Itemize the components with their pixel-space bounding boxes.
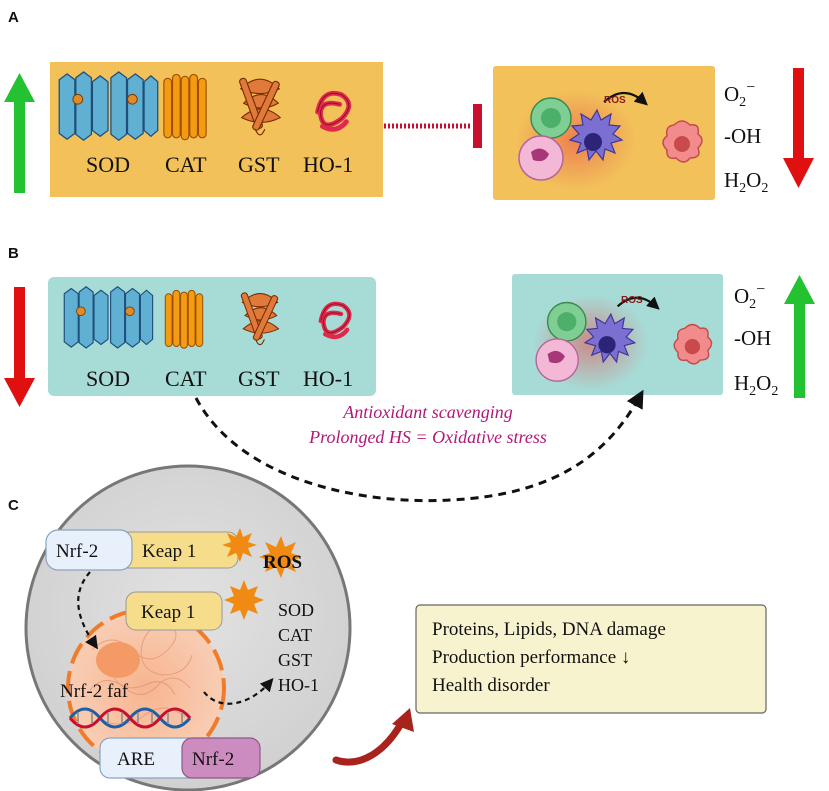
- c-enzyme-ho1: HO-1: [278, 675, 319, 695]
- enzyme-label-gst: GST: [238, 152, 280, 177]
- nrf2-label-top: Nrf-2: [56, 541, 98, 562]
- c-enzyme-sod: SOD: [278, 600, 314, 620]
- ros-label-b: ROS: [621, 295, 643, 306]
- superoxide-b: O2−: [734, 281, 765, 312]
- enzyme-label-sod: SOD: [86, 152, 130, 177]
- enzyme-label-sod-b: SOD: [86, 366, 130, 391]
- sod-protein-icon-b: [63, 286, 154, 349]
- outcome-box: [415, 604, 767, 714]
- annotation-line-1: Antioxidant scavenging: [342, 402, 512, 422]
- nucleolus: [96, 642, 140, 678]
- keap1-label-mid: Keap 1: [141, 602, 195, 623]
- nrf2-translocation-arrow: [77, 571, 98, 650]
- ros-label-c: ROS: [263, 552, 302, 573]
- panel-letter-c: C: [8, 497, 19, 514]
- up-arrow-b: [784, 275, 815, 398]
- species-list-a: O2− -OH H2O2: [724, 79, 768, 196]
- dna-helix-icon: [68, 707, 192, 729]
- enzyme-label-cat-b: CAT: [165, 366, 207, 391]
- down-arrow-a: [783, 68, 814, 188]
- outcome-2: Production performance ↓: [432, 647, 630, 668]
- nrf2-box-bottom: [181, 737, 261, 779]
- peroxide-b: H2O2: [734, 371, 778, 399]
- enzyme-label-cat: CAT: [165, 152, 207, 177]
- keap1-box-mid: [125, 591, 223, 631]
- nrf2-box-top: [45, 529, 133, 571]
- annotation-line-2: Prolonged HS = Oxidative stress: [308, 427, 547, 447]
- enzyme-label-ho1-b: HO-1: [303, 366, 353, 391]
- nrf2-faf-label: Nrf-2 faf: [60, 681, 129, 702]
- oxidative-stress-arrow: [194, 389, 644, 503]
- c-enzyme-gst: GST: [278, 650, 312, 670]
- are-label: ARE: [117, 749, 155, 770]
- enzyme-label-gst-b: GST: [238, 366, 280, 391]
- keap1-label-top: Keap 1: [142, 541, 196, 562]
- inhibition-line: [384, 104, 482, 148]
- outcome-3: Health disorder: [432, 675, 550, 696]
- panel-letter-b: B: [8, 245, 19, 262]
- hydroxyl-a: -OH: [724, 124, 761, 148]
- peroxide-a: H2O2: [724, 168, 768, 196]
- outcome-arrow: [332, 708, 414, 766]
- gene-expression-arrow: [203, 678, 274, 705]
- c-enzyme-cat: CAT: [278, 625, 312, 645]
- species-list-b: O2− -OH H2O2: [734, 281, 778, 399]
- outcome-1: Proteins, Lipids, DNA damage: [432, 619, 666, 640]
- cat-protein-icon: [163, 73, 207, 141]
- panel-letter-a: A: [8, 9, 19, 26]
- ros-label-a: ROS: [604, 95, 626, 106]
- nrf2-label-bottom: Nrf-2: [192, 749, 234, 770]
- enzyme-label-ho1: HO-1: [303, 152, 353, 177]
- ros-burst-icons: [222, 528, 302, 620]
- sod-protein-icon: [58, 71, 159, 141]
- down-arrow-b: [4, 287, 35, 407]
- hydroxyl-b: -OH: [734, 326, 771, 350]
- up-arrow-a: [4, 73, 35, 193]
- superoxide-a: O2−: [724, 79, 755, 110]
- cat-protein-icon-b: [164, 289, 204, 349]
